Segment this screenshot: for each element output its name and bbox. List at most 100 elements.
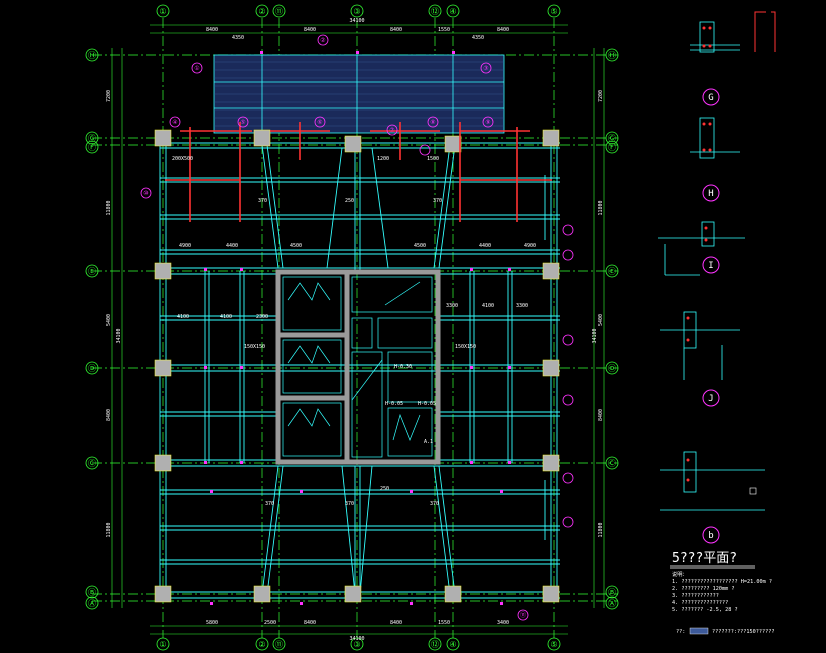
row-label-left: Ⓓ	[88, 364, 96, 373]
total-dim-left: 34100	[116, 328, 122, 343]
callout: ⑪	[520, 611, 526, 619]
rebar-lines	[165, 122, 552, 222]
row-label-left: Ⓗ	[88, 51, 96, 60]
row-label-left: Ⓐ	[88, 599, 96, 608]
dim-inner: 1200	[377, 156, 389, 162]
grid-labels-columns: ① ② ⑪ ③ ⑫ ④ ⑤ ① ② ⑪ ③ ⑫ ④ ⑤	[159, 7, 557, 649]
note-line: 2. ????????? 120mm ?	[672, 586, 734, 592]
row-label-right: Ⓐ	[608, 599, 616, 608]
core-walls	[275, 269, 441, 465]
callout: ⑥	[317, 119, 322, 126]
dimension-lines	[111, 24, 605, 635]
row-label-left: Ⓕ	[88, 143, 96, 152]
col-label-bottom: ②	[258, 640, 265, 649]
row-label-right: Ⓒ	[608, 459, 616, 468]
dimension-text: 34100 8400 8400 8400 1550 8400 4350 4350…	[206, 18, 509, 642]
dim-inner: 1500	[427, 156, 439, 162]
beam-label: 370	[345, 501, 354, 507]
total-dim-top: 34100	[349, 18, 364, 24]
beam-label: 250	[380, 486, 389, 492]
dim-right: 11800	[598, 522, 604, 537]
dim-right: 11800	[598, 200, 604, 215]
grid-bubbles-columns	[156, 4, 561, 651]
note-line: 3. ????????????	[672, 593, 719, 599]
section-mark: b	[708, 531, 713, 541]
level-label: A.1	[424, 439, 433, 445]
callout-labels: ① ② ③ ④ ⑤ ⑥ ⑦ ⑧ ⑨ ⑩ ⑪	[143, 37, 526, 619]
col-label-bottom: ⑫	[431, 640, 439, 649]
dim-bottom: 5800	[206, 620, 218, 626]
dim-inner: 4100	[482, 303, 494, 309]
dim-left: 11800	[106, 200, 112, 215]
section-mark: G	[708, 93, 713, 103]
notes-heading: 说明：	[672, 570, 688, 578]
col-label-bottom: ⑤	[550, 640, 557, 649]
section-labels: G H I J b	[708, 93, 713, 541]
dim-top: 1550	[438, 27, 450, 33]
col-label-top: ⑪	[275, 7, 283, 16]
beam-label: 150X150	[244, 344, 265, 350]
beam-label: 370	[430, 501, 439, 507]
dim-left: 5400	[106, 314, 112, 326]
note-line: 1. ?????????????????? H=21.00m ?	[672, 579, 772, 585]
col-label-top: ④	[449, 7, 456, 16]
callout: ①	[194, 65, 199, 72]
columns	[154, 129, 560, 603]
dim-bottom: 8400	[304, 620, 316, 626]
section-mark: H	[708, 189, 713, 199]
dim-left: 7200	[106, 90, 112, 102]
level-label: H-0.05	[418, 401, 436, 407]
section-details	[658, 11, 776, 511]
col-label-top: ②	[258, 7, 265, 16]
row-label-right: Ⓕ	[608, 143, 616, 152]
dim-left: 8400	[106, 409, 112, 421]
dim-top: 8400	[304, 27, 316, 33]
col-label-top: ①	[159, 7, 166, 16]
dim-inner: 4400	[226, 243, 238, 249]
dim-top: 8400	[390, 27, 402, 33]
callout: ⑦	[389, 127, 394, 134]
legend: ??: ???????:???150??????	[676, 627, 774, 635]
row-label-right: Ⓓ	[608, 364, 616, 373]
row-label-left: Ⓑ	[88, 588, 96, 597]
row-label-right: Ⓑ	[608, 588, 616, 597]
section-mark: I	[708, 261, 713, 271]
col-label-top: ⑫	[431, 7, 439, 16]
row-label-left: Ⓖ	[88, 134, 96, 143]
callout: ⑩	[143, 190, 148, 197]
section-bubbles	[702, 88, 720, 544]
canopy-panels	[213, 54, 505, 134]
dim-inner: 2300	[256, 314, 268, 320]
dim-inner: 4400	[479, 243, 491, 249]
callout: ⑧	[430, 119, 435, 126]
beam-labels: 150X150 150X150 200X500 370 250 370 370 …	[172, 156, 476, 507]
callout: ⑨	[485, 119, 490, 126]
row-label-right: Ⓖ	[608, 134, 616, 143]
dim-inner: 3300	[446, 303, 458, 309]
beam-label: 370	[258, 198, 267, 204]
col-label-top: ③	[353, 7, 360, 16]
dim-top: 4350	[472, 35, 484, 41]
dim-inner: 4500	[290, 243, 302, 249]
dim-bottom: 1550	[438, 620, 450, 626]
grid-labels-rows: Ⓗ Ⓖ Ⓕ Ⓔ Ⓓ Ⓒ Ⓑ Ⓐ Ⓗ Ⓖ Ⓕ Ⓔ Ⓓ Ⓒ Ⓑ Ⓐ	[88, 51, 616, 608]
beam-label: 150X150	[455, 344, 476, 350]
inner-dimension-text: 4900 4400 4500 4500 4400 4900 4100 4100 …	[177, 156, 536, 320]
dim-bottom: 3400	[497, 620, 509, 626]
beam-label: 200X500	[172, 156, 193, 162]
dim-bottom: 2500	[264, 620, 276, 626]
callout: ⑤	[240, 119, 245, 126]
note-line: 5. ??????? -2.5, 28 ?	[672, 607, 738, 613]
row-label-left: Ⓔ	[88, 267, 96, 276]
dim-inner: 4500	[414, 243, 426, 249]
beams	[159, 140, 560, 600]
dim-top: 4350	[232, 35, 244, 41]
dimension-text-vertical: 7200 11800 5400 8400 11800 7200 11800 54…	[106, 90, 604, 538]
row-label-left: Ⓒ	[88, 459, 96, 468]
dim-bottom: 8400	[390, 620, 402, 626]
callout: ③	[483, 65, 488, 72]
col-label-bottom: ①	[159, 640, 166, 649]
row-label-right: Ⓗ	[608, 51, 616, 60]
dim-right: 5400	[598, 314, 604, 326]
col-label-bottom: ④	[449, 640, 456, 649]
